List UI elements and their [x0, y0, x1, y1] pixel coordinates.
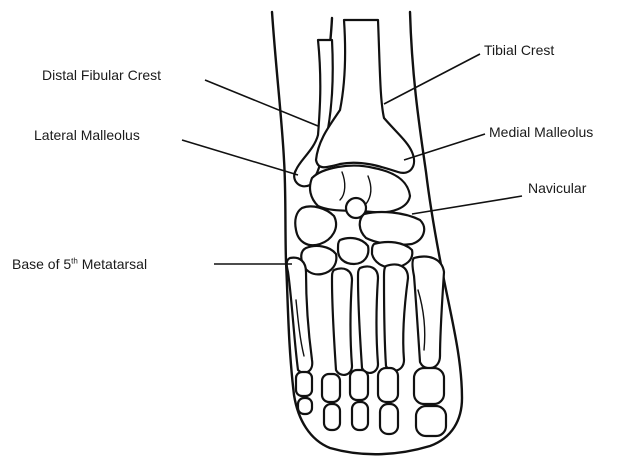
- leader-tibial-crest: [384, 54, 480, 104]
- label-base-suffix: Metatarsal: [78, 256, 147, 272]
- phalanges: [296, 368, 446, 436]
- leader-lateral-malleolus: [182, 140, 298, 175]
- label-tibial-crest: Tibial Crest: [484, 42, 554, 58]
- leader-medial-malleolus: [404, 134, 485, 160]
- leader-distal-fibular-crest: [205, 80, 318, 126]
- label-base-prefix: Base of 5: [12, 256, 71, 272]
- label-navicular: Navicular: [528, 180, 586, 196]
- label-medial-malleolus: Medial Malleolus: [489, 124, 593, 140]
- metatarsals: [287, 257, 444, 375]
- label-base-5th-metatarsal: Base of 5th Metatarsal: [12, 256, 147, 272]
- label-distal-fibular-crest: Distal Fibular Crest: [42, 67, 161, 83]
- label-base-superscript: th: [71, 256, 78, 265]
- label-lateral-malleolus: Lateral Malleolus: [34, 127, 140, 143]
